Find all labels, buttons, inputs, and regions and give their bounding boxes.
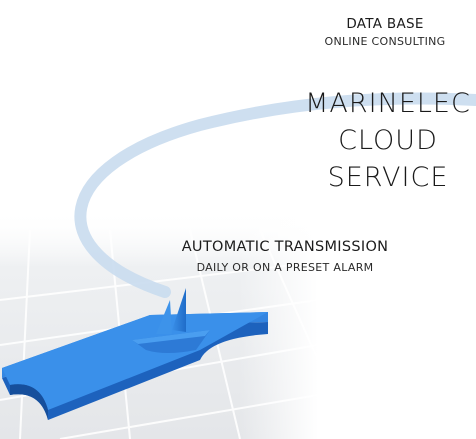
service-line-cloud: CLOUD bbox=[338, 125, 438, 156]
transmission-subtitle: DAILY OR ON A PRESET ALARM bbox=[196, 261, 374, 274]
service-line-brand: MARINELEC bbox=[305, 88, 471, 119]
service-line-service: SERVICE bbox=[327, 162, 449, 193]
transmission-title: AUTOMATIC TRANSMISSION bbox=[181, 239, 389, 255]
sailboat-icon bbox=[132, 288, 210, 353]
database-title: DATA BASE bbox=[346, 16, 424, 32]
database-subtitle: ONLINE CONSULTING bbox=[324, 35, 446, 48]
transmission-arc bbox=[74, 92, 476, 298]
